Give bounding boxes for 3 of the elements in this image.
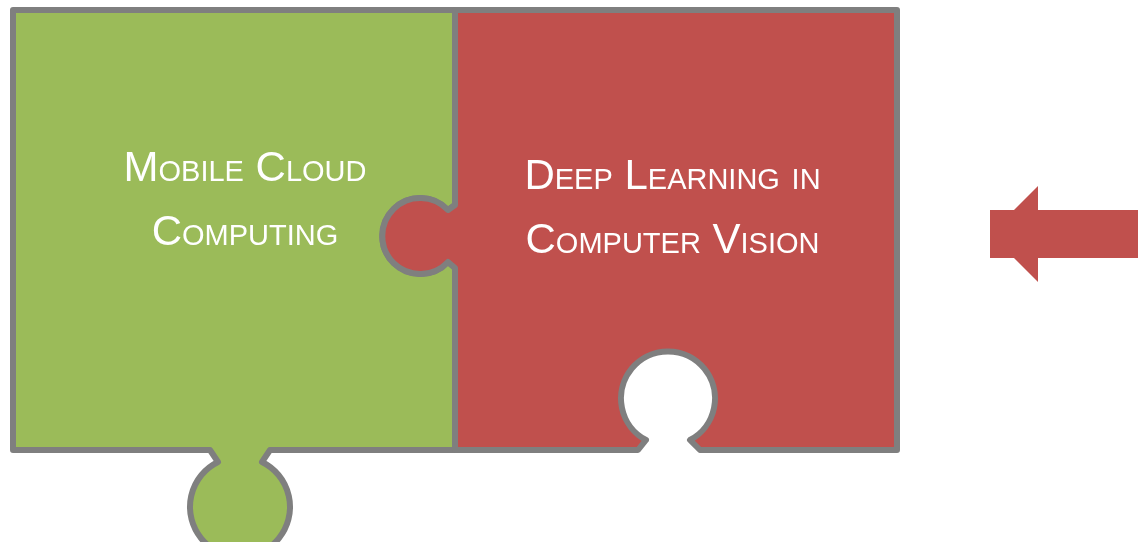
piece-label: Mobile Cloud Computing: [122, 142, 368, 256]
arrow: [990, 186, 1138, 282]
piece-label: Deep Learning in Computer Vision: [523, 150, 822, 264]
